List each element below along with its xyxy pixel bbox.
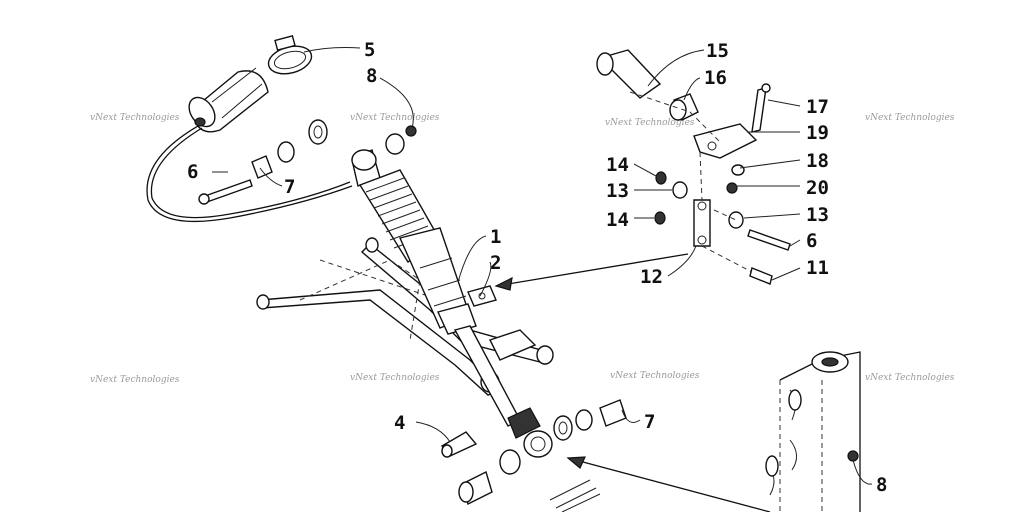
callout-6: 6 — [806, 230, 817, 252]
callout-12: 12 — [640, 266, 663, 288]
pointer-arrows — [494, 253, 771, 512]
callouts: 5 8 6 7 1 2 4 7 8 15 16 17 19 18 20 14 1… — [187, 39, 887, 496]
callout-13: 13 — [806, 204, 829, 226]
callout-20: 20 — [806, 177, 829, 199]
watermark: vNext Technologies — [90, 375, 180, 385]
watermark: vNext Technologies — [865, 373, 955, 383]
shock-absorber — [351, 148, 553, 458]
watermark: vNext Technologies — [610, 371, 700, 381]
watermark: vNext Technologies — [90, 113, 180, 123]
callout-1: 1 — [490, 226, 501, 248]
watermark: vNext Technologies — [865, 113, 955, 123]
hose-clamp — [267, 34, 313, 75]
callout-13: 13 — [606, 180, 629, 202]
callout-6: 6 — [187, 161, 198, 183]
reservoir-canister — [188, 67, 269, 133]
watermark: vNext Technologies — [350, 373, 440, 383]
callout-14: 14 — [606, 154, 629, 176]
callout-8: 8 — [366, 65, 377, 87]
linkage-assembly — [596, 49, 791, 285]
callout-15: 15 — [706, 40, 729, 62]
callout-7: 7 — [644, 411, 655, 433]
bushing-7-left — [251, 119, 417, 179]
callout-14: 14 — [606, 209, 629, 231]
callout-17: 17 — [806, 96, 829, 118]
callout-2: 2 — [490, 252, 501, 274]
cap-4 — [440, 431, 478, 458]
callout-8: 8 — [876, 474, 887, 496]
callout-19: 19 — [806, 122, 829, 144]
collar-2 — [467, 285, 497, 307]
callout-18: 18 — [806, 150, 829, 172]
reservoir-hose — [146, 125, 353, 223]
a-arm — [256, 237, 554, 396]
lower-bushings — [458, 399, 627, 512]
watermarks: vNext Technologies vNext Technologies vN… — [90, 113, 955, 385]
watermark: vNext Technologies — [350, 113, 440, 123]
bolt-6-left — [198, 179, 253, 205]
watermark: vNext Technologies — [605, 118, 695, 128]
callout-16: 16 — [704, 67, 727, 89]
callout-7: 7 — [284, 176, 295, 198]
callout-11: 11 — [806, 257, 829, 279]
callout-5: 5 — [364, 39, 375, 61]
leader-lines — [212, 47, 873, 485]
callout-4: 4 — [394, 412, 405, 434]
frame-bracket — [765, 351, 861, 512]
